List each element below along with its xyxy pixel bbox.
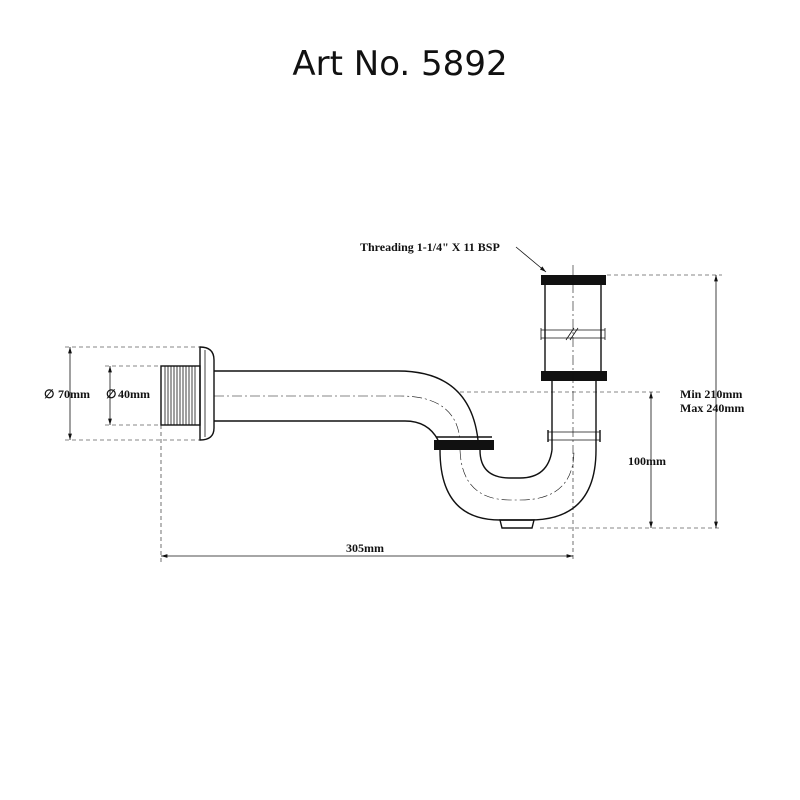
height-max-label: Max 240mm [680, 401, 744, 415]
length-label: 305mm [346, 541, 384, 555]
inner-diameter-label: 40mm [118, 387, 150, 401]
outer-diameter-label: 70mm [58, 387, 90, 401]
horizontal-pipe [214, 370, 479, 441]
outer-diameter-symbol: ∅ [44, 387, 54, 401]
bend-nut [434, 436, 494, 450]
height-min-label: Min 210mm [680, 387, 742, 401]
wall-flange [199, 346, 215, 441]
u-trap [439, 449, 597, 529]
threaded-connector [160, 365, 201, 426]
extension-lines [65, 274, 722, 562]
threading-label: Threading 1-1/4" X 11 BSP [360, 240, 500, 254]
trap-depth-label: 100mm [628, 454, 666, 468]
inner-diameter-symbol: ∅ [106, 387, 116, 401]
page-title: Art No. 5892 [292, 44, 508, 84]
threading-leader [515, 246, 547, 273]
vertical-riser [540, 265, 607, 450]
